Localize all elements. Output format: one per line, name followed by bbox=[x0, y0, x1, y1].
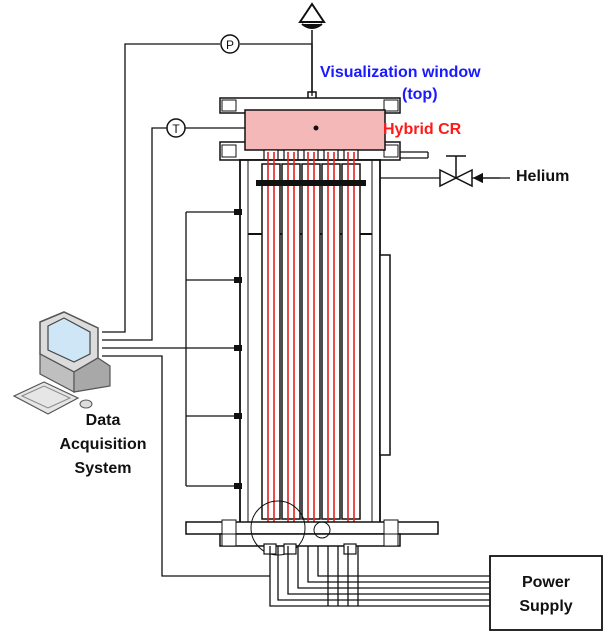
visualization-window-sublabel: (top) bbox=[402, 86, 438, 103]
helium-label: Helium bbox=[516, 168, 570, 185]
daq-label-line2: Acquisition bbox=[59, 436, 147, 453]
daq-power-line bbox=[102, 355, 270, 577]
pressure-line bbox=[102, 43, 313, 333]
heater-rod bbox=[341, 152, 361, 540]
helium-inlet bbox=[380, 151, 510, 184]
detail-circle-small bbox=[313, 521, 331, 539]
power-supply-label-line1: Power bbox=[521, 574, 570, 591]
eye-icon bbox=[298, 2, 326, 29]
power-supply-box bbox=[489, 555, 603, 631]
pressure-sensor: P bbox=[220, 34, 240, 54]
rod-top-band bbox=[256, 180, 366, 186]
wall-ports bbox=[234, 209, 242, 489]
side-window bbox=[379, 254, 391, 456]
heater-rod bbox=[301, 152, 321, 540]
heater-rod bbox=[321, 152, 341, 540]
heater-rods bbox=[261, 152, 361, 540]
wall-sensor-bus bbox=[102, 211, 236, 487]
daq-label-line1: Data bbox=[85, 412, 121, 429]
computer-icon bbox=[12, 311, 111, 415]
pressure-symbol: P bbox=[226, 38, 234, 52]
temperature-sensor: T bbox=[166, 118, 186, 138]
power-supply-label-line2: Supply bbox=[519, 598, 573, 615]
heater-rod bbox=[281, 152, 301, 540]
hybrid-cr-label: Hybrid CR bbox=[383, 121, 462, 138]
valve-icon bbox=[439, 155, 473, 188]
visualization-window-label: Visualization window bbox=[320, 64, 481, 81]
temperature-symbol: T bbox=[172, 122, 180, 136]
heater-rod bbox=[261, 152, 281, 540]
daq-label-line3: System bbox=[74, 460, 132, 477]
power-cables bbox=[269, 546, 490, 607]
bottom-flange bbox=[185, 519, 439, 547]
thermocouple-point bbox=[313, 125, 319, 131]
